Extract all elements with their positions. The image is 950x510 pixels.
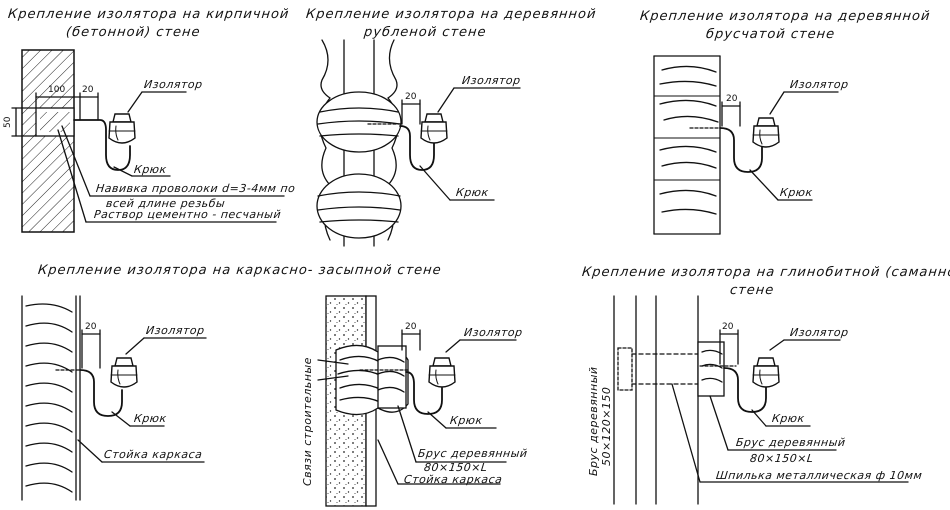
adobe-label-vertical-line1: Брус деревянный [587, 366, 600, 476]
adobe-dim-20: 20 [722, 322, 734, 332]
beam-wall-panel [653, 55, 839, 235]
log-title-line1: Крепление изолятора на деревянной [305, 7, 598, 22]
brick-dim-100: 100 [48, 85, 66, 95]
adobe-label-stud: Шпилька металлическая ф 10мм [715, 469, 923, 482]
frame-right-label-ties: Связи строительные [301, 357, 314, 486]
frame-left-label-insulator: Изолятор [145, 324, 206, 337]
frame-right-label-timber-line2: 80×150×L [423, 461, 489, 474]
adobe-label-vertical-line2: 50×120×150 [600, 386, 613, 466]
beam-title-line1: Крепление изолятора на деревянной [639, 9, 932, 24]
beam-label-insulator: Изолятор [789, 78, 850, 91]
adobe-label-timber-line2: 80×150×L [749, 452, 815, 465]
brick-wall-panel [11, 49, 285, 233]
frame-left-label-hook: Крюк [133, 412, 168, 425]
frame-right-label-post: Стойка каркаса [403, 473, 504, 486]
brick-title-line1: Крепление изолятора на кирпичной [7, 7, 291, 22]
adobe-title-line1: Крепление изолятора на глинобитной (сама… [581, 265, 950, 280]
adobe-wall-panel [613, 295, 909, 505]
brick-dim-20: 20 [82, 85, 94, 95]
brick-label-insulator: Изолятор [143, 78, 204, 91]
beam-dim-20: 20 [726, 94, 738, 104]
frame-right-label-insulator: Изолятор [463, 326, 524, 339]
frame-wall-left-panel [21, 295, 207, 501]
log-wall-panel [316, 39, 521, 247]
adobe-label-timber-line1: Брус деревянный [735, 436, 847, 449]
frame-right-dim-20: 20 [405, 322, 417, 332]
frame-right-label-timber-line1: Брус деревянный [417, 447, 529, 460]
log-label-hook: Крюк [455, 186, 490, 199]
log-dim-20: 20 [405, 92, 417, 102]
frame-right-label-hook: Крюк [449, 414, 484, 427]
adobe-label-insulator: Изолятор [789, 326, 850, 339]
brick-title-line2: (бетонной) стене [65, 25, 202, 40]
log-label-insulator: Изолятор [461, 74, 522, 87]
frame-title: Крепление изолятора на каркасно- засыпно… [37, 263, 443, 278]
brick-label-hook: Крюк [133, 163, 168, 176]
beam-title-line2: брусчатой стене [705, 27, 836, 42]
brick-dim-50: 50 [3, 116, 13, 128]
adobe-title-line2: стене [729, 283, 776, 298]
frame-wall-right-panel [317, 295, 517, 507]
frame-left-label-post: Стойка каркаса [103, 448, 204, 461]
log-title-line2: рубленой стене [363, 25, 488, 40]
beam-label-hook: Крюк [779, 186, 814, 199]
brick-label-mortar: Раствор цементно - песчаный [93, 208, 282, 221]
frame-left-dim-20: 20 [85, 322, 97, 332]
adobe-label-hook: Крюк [771, 412, 806, 425]
brick-label-winding-line1: Навивка проволоки d=3-4мм по [95, 182, 297, 195]
